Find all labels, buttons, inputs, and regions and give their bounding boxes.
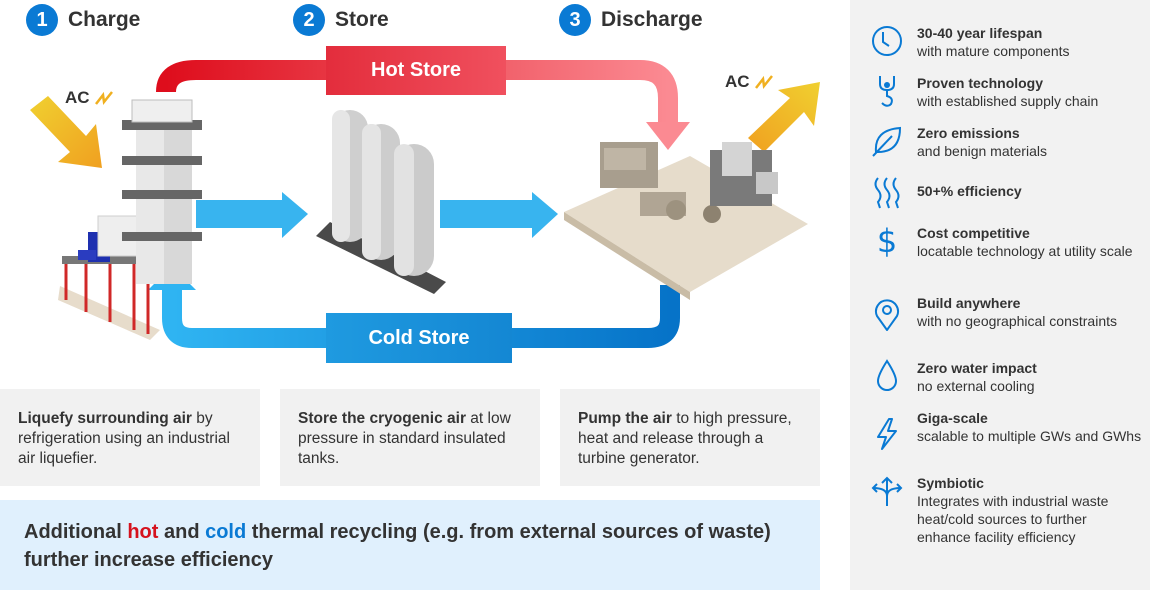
feature-description: Integrates with industrial waste heat/co… bbox=[917, 493, 1109, 545]
banner-text: and bbox=[158, 521, 206, 543]
feature-title: Proven technology bbox=[917, 75, 1044, 91]
features-sidebar: 30-40 year lifespan with mature componen… bbox=[850, 0, 1150, 590]
store-to-discharge-arrowhead bbox=[532, 192, 558, 238]
feature-text: 30-40 year lifespan with mature componen… bbox=[917, 24, 1142, 60]
svg-text:$: $ bbox=[877, 224, 897, 258]
feature-text: 50+% efficiency bbox=[917, 182, 1142, 200]
ac-input-text: AC bbox=[65, 88, 90, 107]
step-number-badge: 1 bbox=[26, 4, 58, 36]
feature-title: 50+% efficiency bbox=[917, 183, 1022, 199]
feature-description: scalable to multiple GWs and GWhs bbox=[917, 428, 1142, 444]
store-to-discharge-arrow-body bbox=[440, 200, 532, 228]
step-title: Charge bbox=[68, 8, 141, 31]
hot-flow-pipe bbox=[156, 60, 678, 125]
flow-arrows bbox=[30, 60, 820, 348]
description-text: by refrigeration using an industrial air… bbox=[18, 410, 230, 467]
feature-text: Build anywhere with no geographical cons… bbox=[917, 294, 1142, 330]
feature-text: Zero water impact no external cooling bbox=[917, 359, 1142, 395]
step-number-badge: 3 bbox=[559, 4, 591, 36]
hot-flow-arrowhead bbox=[646, 122, 690, 150]
step-title: Store bbox=[335, 8, 389, 31]
liquefier-plant-illustration bbox=[58, 99, 202, 340]
description-text: at low pressure in standard insulated ta… bbox=[298, 410, 511, 467]
main-diagram-area: 1 Charge 2 Store 3 Discharge Hot Store C… bbox=[0, 0, 850, 590]
feature-title: 30-40 year lifespan bbox=[917, 25, 1043, 41]
feature-description: locatable technology at utility scale bbox=[917, 243, 1133, 259]
discharge-description: Pump the air to high pressure, heat and … bbox=[560, 389, 820, 486]
step-number-badge: 2 bbox=[293, 4, 325, 36]
ac-output-label: AC bbox=[725, 72, 774, 92]
feature-text: Symbiotic Integrates with industrial was… bbox=[917, 474, 1142, 546]
banner-text: Additional bbox=[24, 521, 128, 543]
banner-cold-word: cold bbox=[205, 521, 247, 543]
description-text: to high pressure, heat and release throu… bbox=[578, 410, 792, 467]
water-drop-icon bbox=[876, 359, 898, 391]
step-title: Discharge bbox=[601, 8, 703, 31]
feature-description: no external cooling bbox=[917, 378, 1035, 394]
ac-input-arrow bbox=[30, 96, 102, 168]
banner-text: thermal recycling (e.g. from external so… bbox=[24, 521, 771, 571]
ac-output-arrow bbox=[748, 82, 820, 152]
description-bold: Store the cryogenic air bbox=[298, 410, 466, 427]
feature-text: Cost competitive locatable technology at… bbox=[917, 224, 1142, 260]
turbine-generator-illustration bbox=[564, 142, 808, 300]
cold-store-label: Cold Store bbox=[326, 313, 512, 363]
thermal-recycling-banner: Additional hot and cold thermal recyclin… bbox=[0, 500, 820, 590]
feature-title: Symbiotic bbox=[917, 475, 984, 491]
feature-description: with established supply chain bbox=[917, 93, 1099, 109]
feature-title: Zero emissions bbox=[917, 125, 1020, 141]
charge-to-store-arrowhead bbox=[282, 192, 308, 238]
crane-hook-icon bbox=[879, 76, 895, 107]
leaf-icon bbox=[872, 126, 902, 157]
feature-text: Proven technology with established suppl… bbox=[917, 74, 1142, 110]
description-bold: Pump the air bbox=[578, 410, 672, 427]
dollar-icon: $ bbox=[877, 224, 897, 258]
clock-icon bbox=[872, 26, 902, 56]
charge-description: Liquefy surrounding air by refrigeration… bbox=[0, 389, 260, 486]
feature-title: Giga-scale bbox=[917, 410, 988, 426]
banner-hot-word: hot bbox=[127, 521, 159, 543]
ac-output-text: AC bbox=[725, 72, 750, 91]
lightning-zigzag-icon bbox=[754, 75, 773, 90]
store-description: Store the cryogenic air at low pressure … bbox=[280, 389, 540, 486]
cryogenic-tanks-illustration bbox=[316, 110, 446, 294]
feature-text: Zero emissions and benign materials bbox=[917, 124, 1142, 160]
description-bold: Liquefy surrounding air bbox=[18, 410, 192, 427]
feature-title: Build anywhere bbox=[917, 295, 1021, 311]
feature-title: Cost competitive bbox=[917, 225, 1030, 241]
lightning-zigzag-icon bbox=[94, 91, 113, 106]
process-diagram: 1 Charge 2 Store 3 Discharge Hot Store C… bbox=[0, 0, 850, 385]
location-pin-icon bbox=[875, 299, 899, 331]
hot-store-label: Hot Store bbox=[326, 46, 506, 95]
step-discharge-header: 3 Discharge bbox=[559, 4, 703, 36]
feature-description: with mature components bbox=[917, 43, 1070, 59]
step-charge-header: 1 Charge bbox=[26, 4, 140, 36]
lightning-icon bbox=[877, 418, 897, 450]
heat-waves-icon bbox=[874, 177, 900, 209]
feature-title: Zero water impact bbox=[917, 360, 1037, 376]
feature-description: and benign materials bbox=[917, 143, 1047, 159]
split-arrows-icon bbox=[871, 476, 903, 506]
feature-description: with no geographical constraints bbox=[917, 313, 1118, 329]
charge-to-store-arrow-body bbox=[196, 200, 282, 228]
ac-input-label: AC bbox=[65, 88, 114, 108]
feature-text: Giga-scale scalable to multiple GWs and … bbox=[917, 409, 1142, 445]
step-store-header: 2 Store bbox=[293, 4, 389, 36]
